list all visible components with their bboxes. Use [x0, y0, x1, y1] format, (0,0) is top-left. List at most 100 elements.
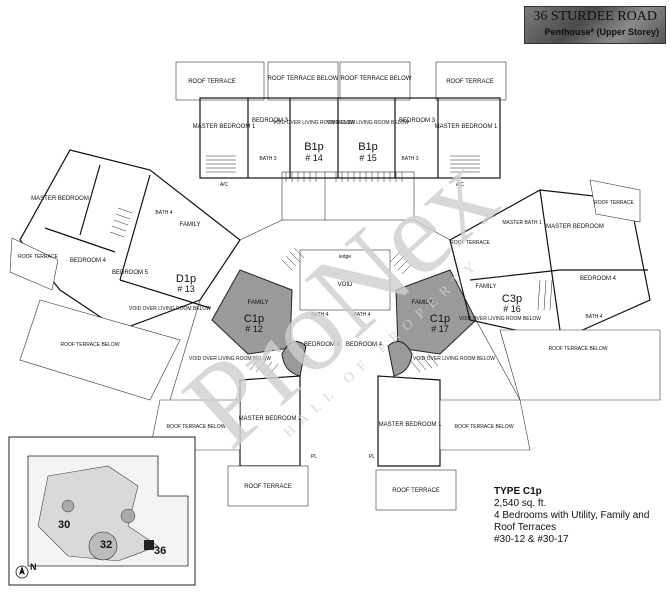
void-label: VOID — [338, 282, 353, 288]
unit-code-13: D1p — [176, 273, 196, 285]
bath-3-label: BATH 3 — [259, 156, 276, 162]
roof-terrace-below-left — [19, 299, 181, 401]
roof-terrace-top-right — [435, 61, 507, 101]
unit-type-title: TYPE C1p — [494, 486, 542, 497]
right-wing: MASTER BEDROOM ROOF TERRACE ROOF TERRACE… — [449, 179, 661, 401]
ledge-label: ledge — [339, 254, 351, 260]
roof-terrace-label: ROOF TERRACE — [188, 79, 236, 85]
site-plan-inset: 30 32 36 N — [8, 436, 196, 586]
roof-terrace-left — [9, 237, 59, 291]
roof-terrace-label: ROOF TERRACE — [450, 240, 490, 246]
bath-4-label: BATH 4 — [585, 314, 602, 320]
header-badge: 36 STURDEE ROAD Penthouse* (Upper Storey… — [524, 6, 666, 44]
void-over-living-label: VOID OVER LIVING ROOM BELOW — [273, 120, 355, 126]
unit-number-13: # 13 — [177, 284, 195, 294]
connector-walls — [169, 219, 521, 401]
roof-terrace-below-bottom-right — [439, 399, 531, 451]
roof-terrace-below-label: ROOF TERRACE BELOW — [548, 346, 607, 352]
void-over-living-label: VOID OVER LIVING ROOM BELOW — [413, 356, 495, 362]
block-30-label: 30 — [58, 519, 70, 531]
pl-label: PL — [369, 454, 375, 460]
bedroom-3-label: BEDROOM 3 — [252, 118, 289, 124]
roof-terrace-below-label: ROOF TERRACE BELOW — [60, 342, 119, 348]
roof-terrace-below-top-1 — [267, 61, 339, 101]
bedroom-4-label: BEDROOM 4 — [70, 258, 107, 264]
master-bedroom-label: MASTER BEDROOM — [31, 196, 89, 202]
master-bedroom-1-label: MASTER BEDROOM 1 — [435, 124, 498, 130]
block-36-marker — [144, 540, 154, 550]
north-arrow-icon — [15, 565, 29, 579]
bath-4-label: BATH 4 — [311, 312, 328, 318]
unit-numbers: #30-12 & #30-17 — [494, 534, 569, 545]
master-bedroom-1-label: MASTER BEDROOM 1 — [239, 416, 302, 422]
block-36-label: 36 — [154, 545, 166, 557]
bedroom-4-label: BEDROOM 4 — [304, 342, 341, 348]
unit-number-15: # 15 — [359, 153, 377, 163]
family-label: FAMILY — [476, 284, 497, 290]
unit-code-15: B1p — [358, 141, 378, 153]
roof-terrace-label: ROOF TERRACE — [244, 484, 292, 490]
ac-label: A/C — [456, 182, 465, 188]
family-label: FAMILY — [180, 222, 201, 228]
master-bath-label: MASTER BATH 1 — [502, 220, 542, 226]
unit-number-12: # 12 — [245, 324, 263, 334]
master-bedroom-1-label: MASTER BEDROOM 1 — [193, 124, 256, 130]
void-over-living-label: VOID OVER LIVING ROOM BELOW — [129, 306, 211, 312]
roof-terrace-below-top-2 — [339, 61, 411, 101]
bedroom-4-label: BEDROOM 4 — [346, 342, 383, 348]
unit-code-12: C1p — [244, 313, 264, 325]
block-32-label: 32 — [100, 539, 112, 551]
centre-core: VOID ledge FAMILY C1p # 12 FAMILY C1p # … — [189, 247, 495, 377]
unit-description: 4 Bedrooms with Utility, Family and Roof… — [494, 510, 650, 533]
bedroom-5-label: BEDROOM 5 — [112, 270, 149, 276]
bedroom-3-label: BEDROOM 3 — [399, 118, 436, 124]
unit-number-17: # 17 — [431, 324, 449, 334]
north-label: N — [30, 562, 37, 572]
void-over-living-label: VOID OVER LIVING ROOM BELOW — [189, 356, 271, 362]
roof-terrace-top-left — [175, 61, 265, 101]
top-wing-outline — [199, 97, 501, 179]
unit-code-17: C1p — [430, 313, 450, 325]
unit-number-16: # 16 — [503, 304, 521, 314]
unit-type-info: TYPE C1p 2,540 sq. ft. 4 Bedrooms with U… — [494, 486, 664, 546]
void-centre — [299, 249, 391, 311]
roof-terrace-right — [589, 179, 641, 223]
bath-shade-right — [387, 341, 413, 377]
bath-4-label: BATH 4 — [155, 210, 172, 216]
void-over-living-label: VOID OVER LIVING ROOM BELOW — [327, 120, 409, 126]
roof-terrace-label: ROOF TERRACE — [18, 254, 58, 260]
roof-terrace-label: ROOF TERRACE — [594, 200, 634, 206]
bath-3-label: BATH 3 — [401, 156, 418, 162]
roof-terrace-below-label: ROOF TERRACE BELOW — [454, 424, 513, 430]
unit-c1p-12-highlight — [211, 269, 293, 355]
roof-terrace-label: ROOF TERRACE — [392, 488, 440, 494]
bath-4-label: BATH 4 — [353, 312, 370, 318]
roof-terrace-below-label: ROOF TERRACE BELOW — [166, 424, 225, 430]
bath-shade-left — [281, 341, 307, 377]
building-name: 36 STURDEE ROAD — [533, 9, 657, 24]
master-bedroom-label: MASTER BEDROOM — [546, 224, 604, 230]
unit-area: 2,540 sq. ft. — [494, 498, 547, 509]
top-wing: ROOF TERRACE ROOF TERRACE BELOW ROOF TER… — [175, 61, 507, 221]
unit-code-14: B1p — [304, 141, 324, 153]
master-bedroom-bottom-right — [377, 375, 441, 467]
ac-label: A/C — [220, 182, 229, 188]
unit-number-14: # 14 — [305, 153, 323, 163]
roof-terrace-bottom-right — [375, 469, 457, 511]
bedroom-4-label: BEDROOM 4 — [580, 276, 617, 282]
roof-terrace-below-label: ROOF TERRACE BELOW — [341, 76, 412, 82]
unit-code-16: C3p — [502, 293, 522, 305]
pl-label: PL — [311, 454, 317, 460]
left-wing: MASTER BEDROOM FAMILY BEDROOM 4 BEDROOM … — [9, 149, 241, 401]
bottom-right-wing: MASTER BEDROOM 1 ROOF TERRACE ROOF TERRA… — [369, 353, 531, 511]
family-label: FAMILY — [412, 300, 433, 306]
master-bedroom-1-label: MASTER BEDROOM 1 — [379, 422, 442, 428]
floor-label: Penthouse* (Upper Storey) — [544, 27, 659, 37]
unit-c1p-17-highlight — [395, 269, 477, 355]
roof-terrace-bottom-left — [227, 465, 309, 507]
void-over-living-label: VOID OVER LIVING ROOM BELOW — [459, 316, 541, 322]
roof-terrace-below-label: ROOF TERRACE BELOW — [268, 76, 339, 82]
roof-terrace-below-right — [499, 329, 661, 401]
family-label: FAMILY — [248, 300, 269, 306]
